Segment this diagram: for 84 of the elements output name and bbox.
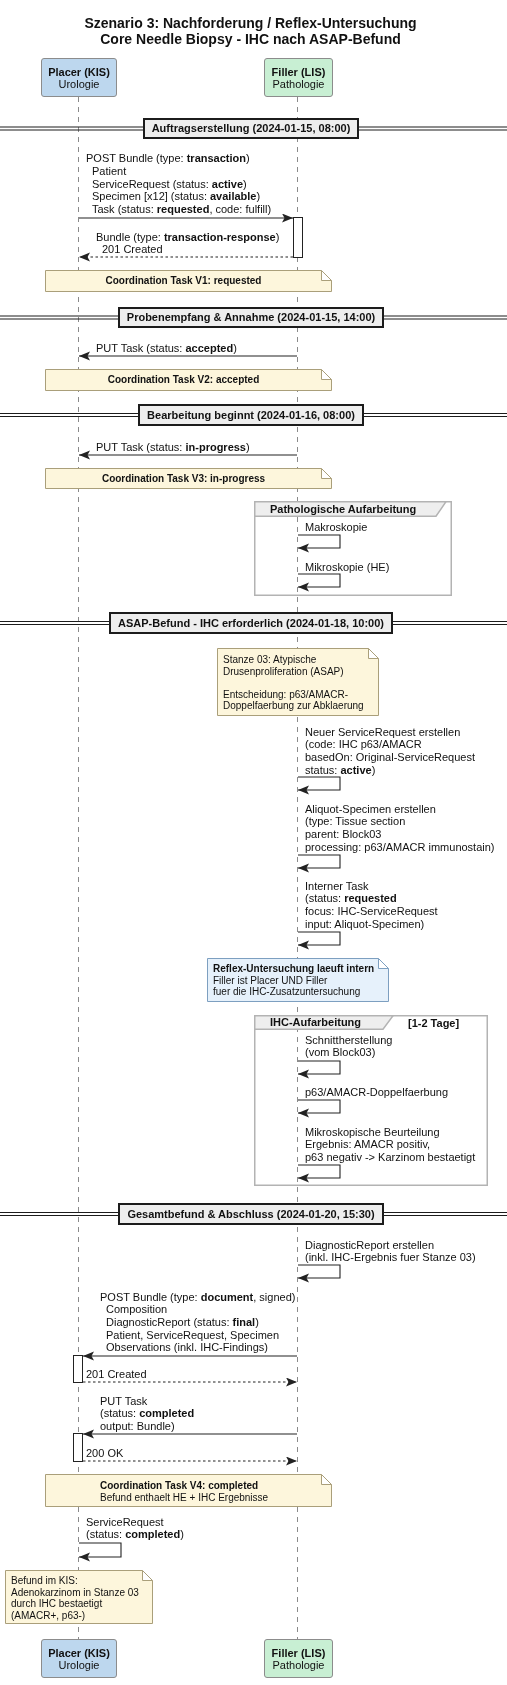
note-text: Coordination Task V2: accepted <box>107 374 260 386</box>
message-label: p63/AMACR-Doppelfaerbung <box>305 1085 449 1099</box>
note-heading: Coordination Task V4: completed <box>100 1480 259 1492</box>
group-duration: [1-2 Tage] <box>408 1016 460 1030</box>
participant-department: Pathologie <box>272 1658 325 1671</box>
message-label: 201 Created <box>86 1367 147 1381</box>
activation-bar <box>73 1355 83 1383</box>
section-header <box>143 118 359 139</box>
section-title: Gesamtbefund & Abschluss (2024-01-20, 15:30) <box>127 1207 375 1221</box>
note <box>45 369 332 391</box>
note-text: Entscheidung: p63/AMACR- Doppelfaerbung zur Abklaerung <box>223 688 364 712</box>
note-text: Coordination Task V3: in-progress <box>101 472 266 485</box>
message-label: PUT Task (status: accepted) <box>96 341 237 355</box>
message-label: Neuer ServiceRequest erstellen (code: IHC p63/AMACR basedOn: Original-ServiceRequest status: active) <box>305 725 475 777</box>
note-heading: Reflex-Untersuchung laeuft intern <box>213 963 375 975</box>
note-text: Filler ist Placer UND Filler fuer die IHC-Zusatzuntersuchung <box>213 974 361 998</box>
message-label: Interner Task (status: requested focus: IHC-ServiceRequest input: Aliquot-Specimen) <box>305 879 438 931</box>
self-message-arrow <box>297 1060 341 1079</box>
participant-box <box>264 1639 333 1678</box>
participant-name: Filler (LIS) <box>271 65 326 78</box>
note <box>207 958 389 1002</box>
participant-box <box>264 58 333 97</box>
message-label: Aliquot-Specimen erstellen (type: Tissue section parent: Block03 processing: p63/AMACR immunostain) <box>305 802 495 854</box>
group-header-tab <box>254 1015 394 1030</box>
participant-name: Filler (LIS) <box>271 1646 326 1659</box>
participant-box <box>41 58 117 97</box>
section-title: ASAP-Befund - IHC erforderlich (2024-01-18, 10:00) <box>118 616 384 630</box>
note <box>45 270 332 292</box>
message-label: PUT Task (status: completed output: Bundle) <box>100 1394 195 1433</box>
activation-bar <box>73 1433 83 1462</box>
self-message-arrow <box>297 854 341 873</box>
note-text: Befund enthaelt HE + IHC Ergebnisse <box>100 1491 269 1503</box>
section-header <box>118 307 384 328</box>
self-message-arrow <box>297 1264 341 1283</box>
participant-name: Placer (KIS) <box>48 1646 110 1659</box>
note-text: Befund im KIS: Adenokarzinom in Stanze 03 durch IHC bestaetigt (AMACR+, p63-) <box>11 1575 139 1621</box>
self-message-arrow <box>78 1542 122 1562</box>
message-label: ServiceRequest (status: completed) <box>86 1515 184 1542</box>
note <box>5 1570 153 1624</box>
message-arrow <box>82 1429 298 1439</box>
self-message-arrow <box>297 1099 341 1118</box>
dashed-reply-arrow <box>78 252 294 262</box>
note-text: Coordination Task V1: requested <box>105 275 262 287</box>
participant-department: Urologie <box>58 1658 100 1671</box>
note-text: Stanze 03: Atypische Drusenproliferation (ASAP) <box>223 654 344 677</box>
message-arrow <box>82 1351 298 1361</box>
message-label: 200 OK <box>86 1446 124 1460</box>
participant-department: Urologie <box>58 77 100 90</box>
diagram-title: Szenario 3: Nachforderung / Reflex-Untersuchung Core Needle Biopsy - IHC nach ASAP-Befund <box>83 15 418 47</box>
self-message-arrow <box>297 931 341 950</box>
self-message-arrow <box>297 776 341 795</box>
message-label: Bundle (type: transaction-response) 201 Created <box>96 230 280 257</box>
dashed-reply-arrow <box>82 1456 298 1466</box>
participant-box <box>41 1639 117 1678</box>
participant-name: Placer (KIS) <box>48 65 110 78</box>
message-label: POST Bundle (type: transaction) Patient ServiceRequest (status: active) Specimen [x12] (status: available) Task (status: requested, code: fulfill) <box>86 152 272 216</box>
message-label: PUT Task (status: in-progress) <box>96 440 250 454</box>
self-message-arrow <box>297 573 341 592</box>
activation-bar <box>293 217 303 258</box>
message-label: Makroskopie <box>305 520 368 534</box>
self-message-arrow <box>297 1164 341 1183</box>
message-label: Mikroskopie (HE) <box>305 560 390 574</box>
group-title: IHC-Aufarbeitung <box>270 1015 362 1030</box>
note <box>45 1474 332 1507</box>
message-label: POST Bundle (type: document, signed) Composition DiagnosticReport (status: final) Patient, ServiceRequest, Specimen Observations (inkl. IHC-Findings) <box>100 1290 296 1355</box>
group-header-tab <box>254 501 447 517</box>
note <box>45 468 332 489</box>
section-title: Auftragserstellung (2024-01-15, 08:00) <box>151 122 351 135</box>
participant-department: Pathologie <box>272 77 325 90</box>
group-title: Pathologische Aufarbeitung <box>270 502 417 517</box>
self-message-arrow <box>297 534 341 553</box>
message-arrow <box>78 351 298 361</box>
section-header <box>118 1203 384 1225</box>
message-arrow <box>78 213 294 223</box>
message-label: DiagnosticReport erstellen (inkl. IHC-Ergebnis fuer Stanze 03) <box>305 1238 476 1265</box>
section-header <box>138 404 364 426</box>
message-label: Schnittherstellung (vom Block03) <box>305 1033 393 1060</box>
note <box>217 648 379 716</box>
section-title: Probenempfang & Annahme (2024-01-15, 14:00) <box>126 311 376 324</box>
section-title: Bearbeitung beginnt (2024-01-16, 08:00) <box>147 408 355 422</box>
message-arrow <box>78 450 298 460</box>
message-label: Mikroskopische Beurteilung Ergebnis: AMACR positiv, p63 negativ -> Karzinom bestaetigt <box>305 1125 476 1164</box>
dashed-reply-arrow <box>82 1377 298 1387</box>
section-header <box>109 612 393 634</box>
